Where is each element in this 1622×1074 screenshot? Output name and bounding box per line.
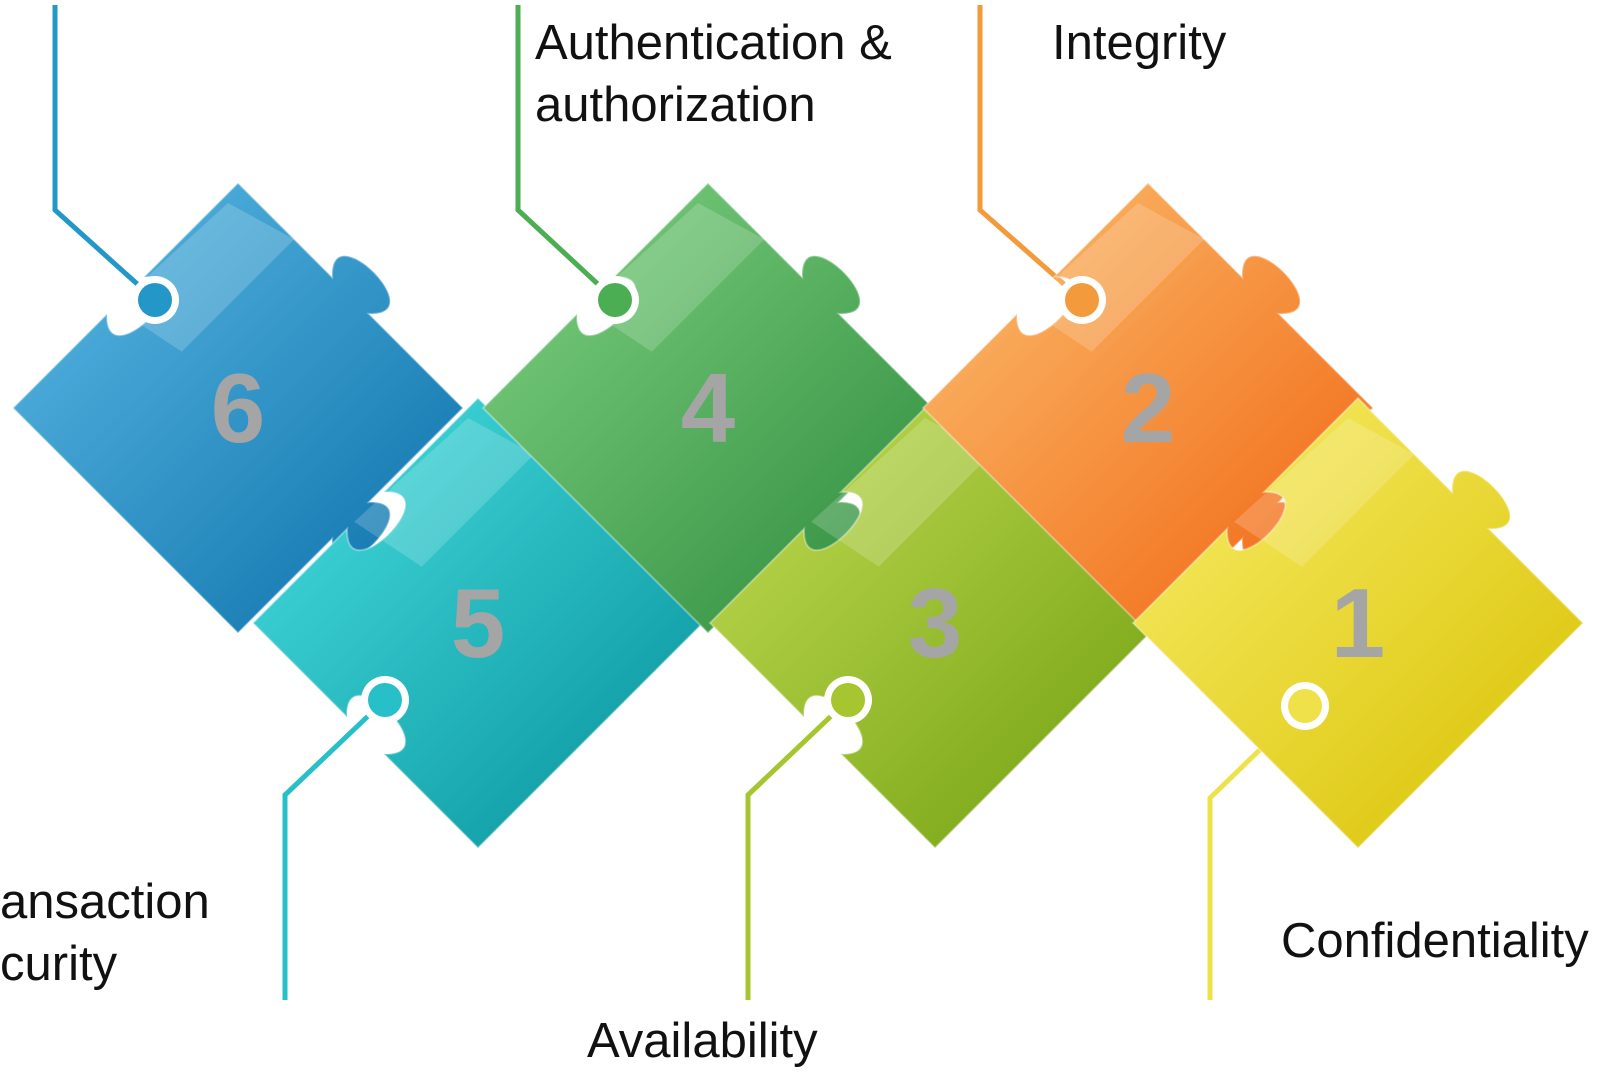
- label-4-line-1: Authentication &: [535, 16, 892, 70]
- piece-number-1: 1: [1331, 568, 1386, 678]
- label-5-line-2: curity: [0, 937, 118, 991]
- piece-number-2: 2: [1121, 353, 1176, 463]
- puzzle-piece-1: 1: [1131, 396, 1585, 850]
- piece-number-6: 6: [211, 353, 266, 463]
- label-5-line-1: ansaction: [0, 875, 210, 929]
- connector-dot-5: [368, 683, 402, 717]
- connector-dot-1: [1288, 689, 1322, 723]
- piece-number-4: 4: [681, 353, 736, 463]
- connector-line-6: [52, 5, 157, 302]
- puzzle-piece-4: 4: [481, 181, 935, 635]
- connector-line-4: [515, 5, 617, 302]
- label-1: Confidentiality: [1281, 914, 1589, 968]
- connector-dot-6: [138, 283, 172, 317]
- piece-number-3: 3: [908, 568, 963, 678]
- puzzle-pieces: 6 5 4 3 2 1: [11, 181, 1585, 850]
- connector-dot-2: [1065, 283, 1099, 317]
- piece-number-5: 5: [451, 568, 506, 678]
- connector-line-5: [282, 698, 387, 1000]
- connector-dot-3: [831, 683, 865, 717]
- label-2: Integrity: [1052, 16, 1227, 70]
- connector-line-3: [745, 698, 850, 1000]
- label-3: Availability: [587, 1014, 818, 1068]
- label-4-line-2: authorization: [535, 78, 816, 132]
- connector-dot-4: [598, 283, 632, 317]
- puzzle-piece-6: 6: [11, 181, 465, 635]
- connector-line-2: [977, 5, 1084, 302]
